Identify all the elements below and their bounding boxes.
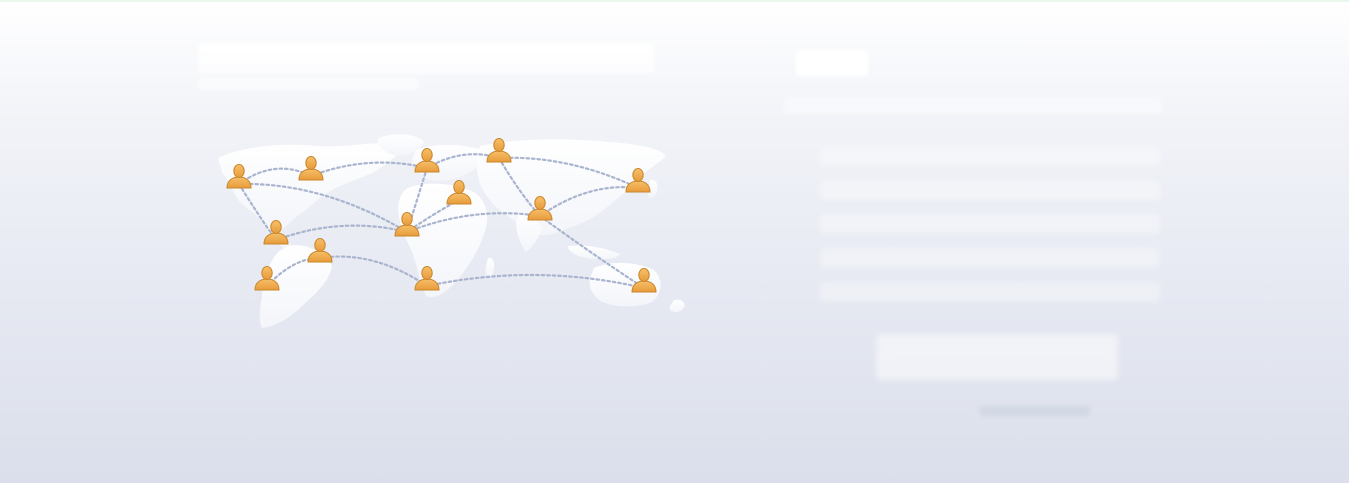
connection-line xyxy=(237,182,409,234)
connection-line xyxy=(318,255,429,288)
person-icon xyxy=(486,138,512,163)
indonesia-shape xyxy=(568,245,620,260)
signup-section xyxy=(780,44,1180,464)
person-icon xyxy=(263,220,289,245)
form-field[interactable] xyxy=(820,248,1160,268)
continents xyxy=(218,134,685,328)
asia-shape xyxy=(477,139,666,236)
south-america-shape xyxy=(259,245,332,328)
person-icon xyxy=(527,196,553,221)
person-icon xyxy=(631,268,657,293)
world-map-svg xyxy=(218,134,685,328)
japan-shape xyxy=(647,179,658,198)
person-icon xyxy=(394,212,420,237)
person-icon xyxy=(414,148,440,173)
person-icon xyxy=(226,164,252,189)
connection-line xyxy=(497,156,640,190)
person-icon xyxy=(414,266,440,291)
footer-note xyxy=(980,406,1090,416)
connection-line xyxy=(425,273,646,290)
intro-section xyxy=(198,44,668,344)
page-title xyxy=(198,44,654,74)
signup-button[interactable] xyxy=(876,334,1118,380)
india-shape xyxy=(516,212,542,252)
form-field[interactable] xyxy=(820,146,1160,166)
person-icon xyxy=(625,168,651,193)
world-map-illustration xyxy=(198,128,698,338)
connection-line xyxy=(405,212,542,234)
form-field[interactable] xyxy=(820,180,1160,200)
person-icon xyxy=(254,266,280,291)
form-field[interactable] xyxy=(820,214,1160,234)
africa-shape xyxy=(398,183,488,298)
page-subtitle xyxy=(198,78,418,90)
person-icon xyxy=(298,156,324,181)
connection-line xyxy=(538,214,646,290)
signup-heading xyxy=(796,50,868,76)
top-edge xyxy=(0,0,1349,2)
form-field[interactable] xyxy=(820,282,1160,302)
greenland-shape xyxy=(377,134,424,156)
person-icon xyxy=(446,180,472,205)
signup-subheading xyxy=(784,98,1162,114)
connection-line xyxy=(274,224,409,242)
new-zealand-shape xyxy=(669,299,685,313)
madagascar-shape xyxy=(485,257,495,278)
people-markers xyxy=(226,138,657,293)
connection-line xyxy=(309,161,429,178)
person-icon xyxy=(307,238,333,263)
